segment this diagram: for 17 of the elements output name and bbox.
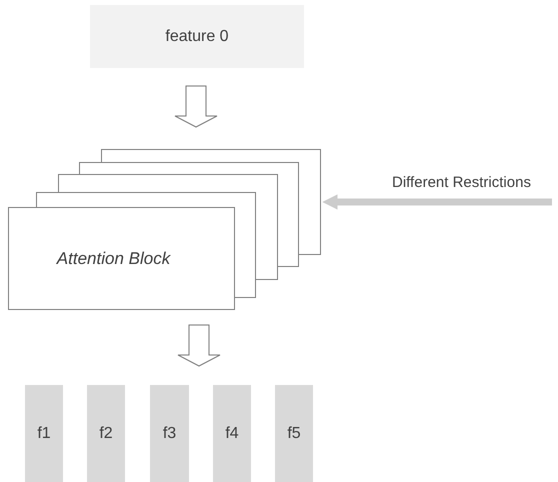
node-label: f5 bbox=[287, 424, 301, 442]
feature-box bbox=[275, 385, 313, 482]
node-label: f2 bbox=[99, 424, 113, 442]
node-label: f3 bbox=[162, 424, 176, 442]
feature-box bbox=[150, 385, 189, 482]
stacked-block-drawing bbox=[8, 149, 321, 310]
feature-box bbox=[25, 385, 63, 482]
feature-box bbox=[87, 385, 125, 482]
block-arrow bbox=[174, 86, 218, 128]
node-label: f1 bbox=[37, 424, 51, 442]
arrow bbox=[322, 194, 552, 210]
feature-box bbox=[213, 385, 251, 482]
edge-label: Different Restrictions bbox=[392, 174, 531, 191]
block-arrow bbox=[178, 324, 220, 367]
node-label: Attention Block bbox=[56, 248, 170, 268]
node-label: feature 0 bbox=[165, 28, 229, 46]
node-label: f4 bbox=[225, 424, 239, 442]
